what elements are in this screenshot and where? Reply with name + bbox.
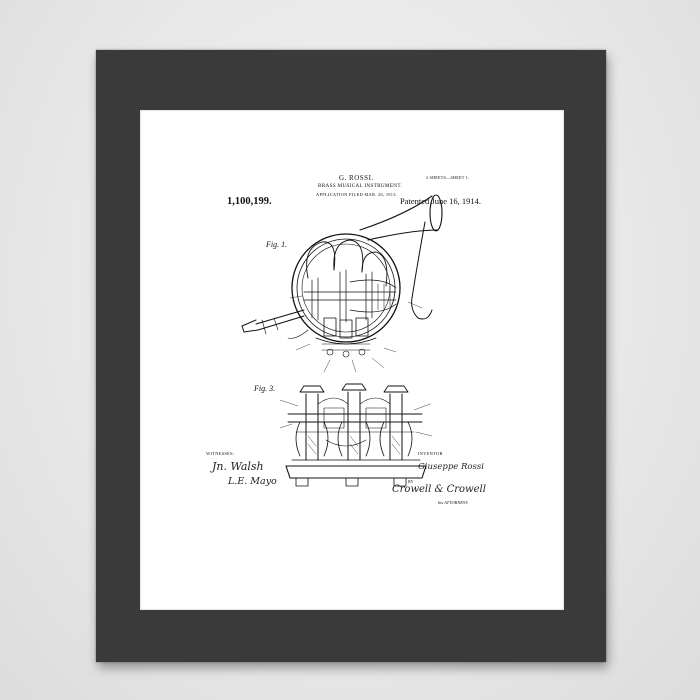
by-label: BY (408, 479, 414, 484)
witness-signature-2: L.E. Mayo (228, 476, 277, 487)
attorneys-label: his ATTORNEYS (438, 500, 468, 505)
inventor-label: INVENTOR (418, 451, 443, 456)
patent-title: BRASS MUSICAL INSTRUMENT. (318, 183, 403, 189)
patent-drawing (241, 194, 443, 487)
patent-number: 1,100,199. (227, 196, 272, 207)
sheet-count: 2 SHEETS—SHEET 1. (426, 175, 470, 180)
attorneys-signature: Crowell & Crowell (392, 484, 486, 495)
witnesses-label: WITNESSES: (206, 451, 235, 456)
fig-1-label: Fig. 1. (266, 240, 288, 249)
french-horn-drawing (241, 194, 443, 373)
valve-mechanism-drawing (279, 383, 433, 487)
witness-signature-1: Jn. Walsh (212, 460, 264, 473)
patent-print: G. ROSSI. BRASS MUSICAL INSTRUMENT. APPL… (200, 160, 500, 540)
filing-date: APPLICATION FILED MAR. 26, 1913. (316, 192, 398, 197)
inventor-name: G. ROSSI. (339, 174, 374, 182)
fig-3-label: Fig. 3. (254, 384, 276, 393)
inventor-signature: Giuseppe Rossi (418, 462, 484, 472)
